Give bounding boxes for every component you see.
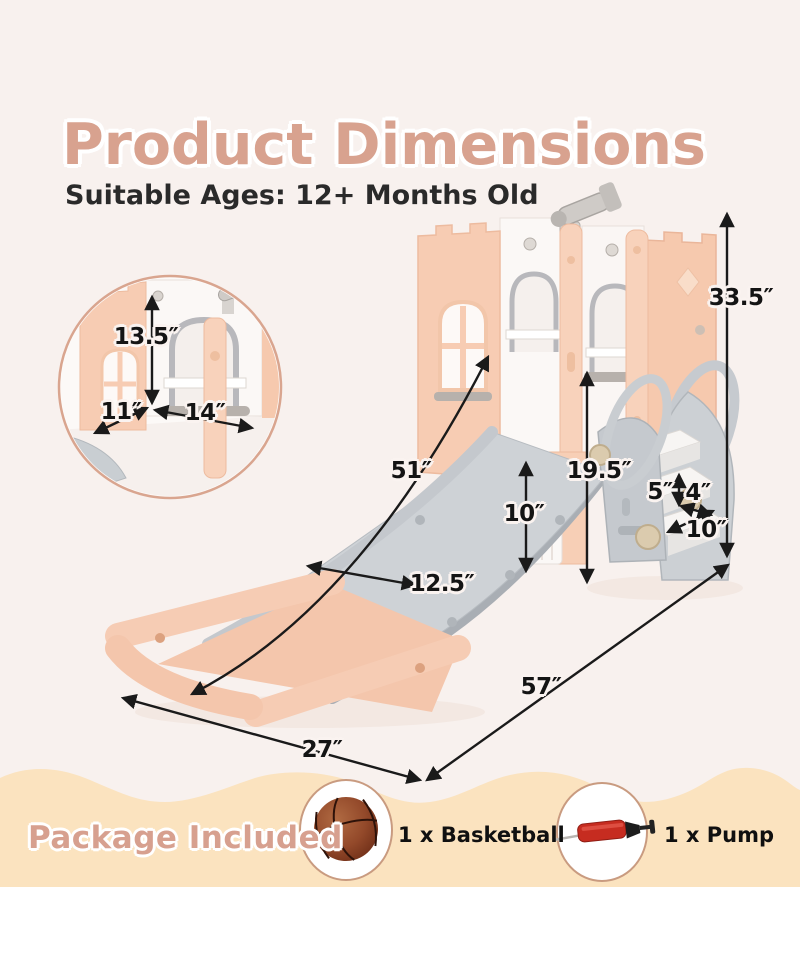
dim-ladder-height-label: 19.5″ [566,458,632,484]
dim-step-depth-label: 4″ [685,480,711,506]
detail-inset [57,274,283,500]
dim-step-width-label: 10″ [685,517,727,543]
arch-window-mid [509,271,559,352]
dim-overall-length-label: 57″ [520,674,562,700]
dim-slide-base-length-label: 27″ [301,737,343,763]
diamond-cutout [676,267,700,297]
footer-wave-band [0,767,800,977]
arrow-step-width [665,509,716,534]
pump-icon [552,782,656,882]
package-included-heading: Package Included [28,820,343,856]
package-item-pump-label: 1 x Pump [664,823,775,847]
dim-inset-wall-height-label: 13.5″ [113,324,179,350]
page-title: Product Dimensions [62,112,706,178]
dim-overall-height-label: 33.5″ [708,285,774,311]
dimension-arrows [92,211,735,784]
page-subtitle: Suitable Ages: 12+ Months Old [65,180,539,211]
arrow-inset-width [152,404,255,434]
dim-fence-height-label: 10″ [503,501,545,527]
dim-inset-width-label: 14″ [184,400,226,426]
basketball-icon [299,779,393,881]
handrail-front [600,374,672,490]
package-item-basketball-label: 1 x Basketball [398,823,565,847]
arrow-inset-depth [92,406,150,435]
dim-slide-width-label: 12.5″ [409,571,475,597]
dim-slide-length-label: 51″ [390,458,432,484]
dim-inset-depth-label: 11″ [100,399,142,425]
arrow-slide-width [305,560,418,591]
arrow-slide-base-length [120,694,423,784]
arrow-overall-length [425,563,730,782]
dim-step-height-label: 5″ [647,479,673,505]
